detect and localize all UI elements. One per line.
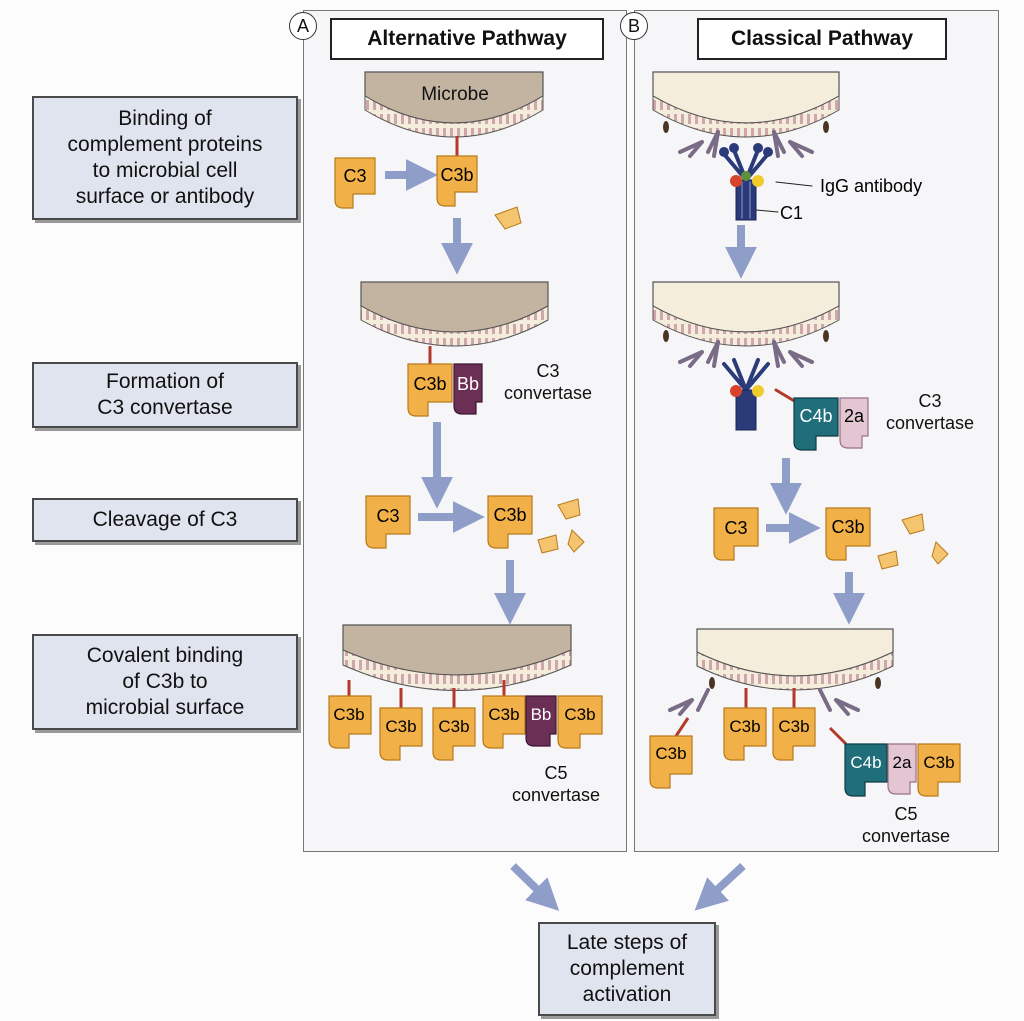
step-formation-line1: Formation of: [106, 370, 224, 393]
c3-convertase-b-line1: C3: [918, 391, 942, 411]
c5-convertase-a-line1: C5: [544, 763, 568, 783]
microbe-b3: [696, 628, 894, 691]
svg-text:C3b: C3b: [655, 744, 686, 763]
microbe-a1: [364, 71, 544, 138]
c3-convertase-label-b: C3 convertase: [870, 390, 990, 434]
igg-antibody-label: IgG antibody: [820, 176, 922, 196]
step-covalent-box: Covalent binding of C3b to microbial sur…: [32, 634, 298, 730]
microbe-a3: [342, 624, 572, 691]
c3-convertase-label-a: C3 convertase: [488, 360, 608, 404]
step-cleavage-line1: Cleavage of C3: [92, 508, 238, 531]
svg-text:C3b: C3b: [778, 717, 809, 736]
c3b-row-b4: C3b C3b C3b C4b 2a C3b: [649, 688, 961, 797]
panel-a-title: Alternative Pathway: [330, 18, 604, 60]
late-steps-line1: Late steps of: [566, 931, 688, 954]
panel-a-letter: A: [289, 12, 317, 40]
c3-molecule-a1: [334, 157, 376, 209]
svg-text:2a: 2a: [893, 753, 912, 772]
c3-convertase-b-line2: convertase: [885, 413, 975, 433]
step-binding-line3: to microbial cell: [92, 159, 238, 182]
c5-convertase-a-line2: convertase: [511, 785, 601, 805]
svg-text:C4b: C4b: [850, 753, 881, 772]
c1-label: C1: [780, 203, 803, 223]
c5-convertase-b-line1: C5: [894, 804, 918, 824]
c3b-molecule-a1: [436, 155, 478, 207]
igg-c1-complex-b2: [678, 340, 814, 431]
svg-text:Bb: Bb: [531, 705, 552, 724]
step-formation-box: Formation of C3 convertase: [32, 362, 298, 428]
c2a-molecule-b2: [839, 397, 869, 449]
svg-text:C3b: C3b: [493, 505, 526, 525]
c3-molecule-b3: [713, 507, 759, 561]
step-covalent-line3: microbial surface: [85, 696, 245, 719]
step-cleavage-box: Cleavage of C3: [32, 498, 298, 542]
c3b-molecule-b3: [825, 507, 871, 561]
svg-text:C3b: C3b: [385, 717, 416, 736]
svg-text:Bb: Bb: [457, 374, 479, 394]
step-binding-line2: complement proteins: [67, 133, 263, 156]
c5-convertase-label-b: C5 convertase: [846, 803, 966, 847]
step-covalent-line2: of C3b to: [122, 670, 208, 693]
svg-text:2a: 2a: [844, 406, 865, 426]
svg-text:C3b: C3b: [488, 705, 519, 724]
igg-c1-complex-b1: [678, 130, 814, 221]
c3-convertase-a-line2: convertase: [503, 383, 593, 403]
c4b-molecule-b2: [793, 397, 839, 451]
c3b-molecule-a3: [487, 495, 533, 549]
microbe-b1: [652, 71, 840, 138]
step-formation-line2: C3 convertase: [97, 396, 233, 419]
svg-text:C3b: C3b: [440, 165, 473, 185]
step-binding-box: Binding of complement proteins to microb…: [32, 96, 298, 220]
c3a-fragment: [494, 206, 522, 230]
late-steps-line2: complement: [569, 957, 685, 980]
svg-text:C3b: C3b: [333, 705, 364, 724]
late-steps-box: Late steps of complement activation: [538, 922, 716, 1016]
svg-text:C3b: C3b: [564, 705, 595, 724]
panel-b-title: Classical Pathway: [697, 18, 947, 60]
c3b-molecule-a2: [407, 363, 453, 417]
microbe-label: Microbe: [421, 84, 489, 105]
c5-convertase-label-a: C5 convertase: [496, 762, 616, 806]
svg-text:C3b: C3b: [438, 717, 469, 736]
flow-arrows: [385, 159, 865, 911]
microbe-b2: [652, 281, 840, 347]
step-covalent-line1: Covalent binding: [86, 644, 244, 667]
c3-molecule-a3: [365, 495, 411, 549]
svg-text:C3b: C3b: [831, 517, 864, 537]
panel-b-letter: B: [620, 12, 648, 40]
late-steps-line3: activation: [582, 983, 672, 1006]
svg-text:C3: C3: [724, 518, 747, 538]
c3b-row-a4: C3b C3b C3b C3b Bb C3b: [328, 680, 603, 761]
svg-text:C3b: C3b: [729, 717, 760, 736]
bb-molecule-a2: [453, 363, 483, 415]
svg-text:C4b: C4b: [799, 406, 832, 426]
svg-text:C3b: C3b: [923, 753, 954, 772]
svg-text:C3: C3: [343, 166, 366, 186]
svg-text:C3b: C3b: [413, 374, 446, 394]
step-binding-line4: surface or antibody: [75, 185, 255, 208]
c5-convertase-b-line2: convertase: [861, 826, 951, 846]
c3-convertase-a-line1: C3: [536, 361, 560, 381]
svg-text:C3: C3: [376, 506, 399, 526]
microbe-a2: [360, 281, 549, 347]
step-binding-line1: Binding of: [118, 107, 212, 130]
